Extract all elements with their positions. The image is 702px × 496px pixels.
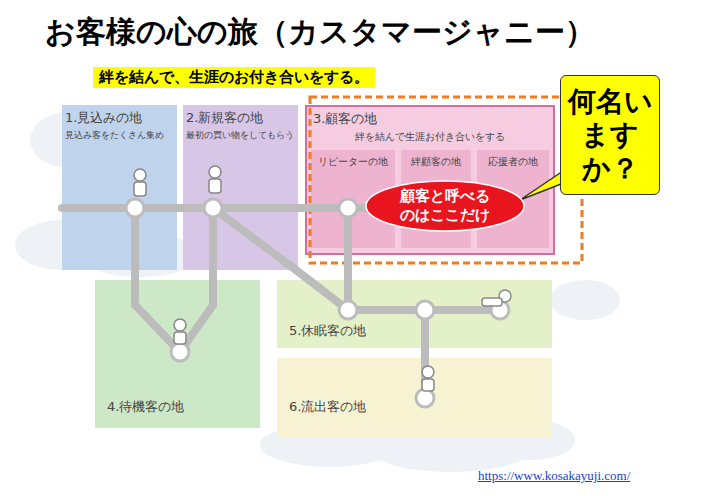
figure-body (422, 379, 434, 391)
region-title: 顧客と呼べるのはここだけ (398, 187, 493, 225)
ellipse-fill (366, 181, 524, 231)
region-title: 4.待機客の地 (107, 398, 250, 416)
figure-head (209, 166, 221, 178)
dashed-frame (310, 97, 582, 263)
track (62, 204, 177, 212)
region-box: 1.見込みの地見込み客をたくさん集め (62, 105, 177, 270)
figure-body (482, 298, 502, 306)
callout-tail (520, 165, 592, 200)
figure-head (174, 319, 186, 331)
station (204, 199, 222, 217)
track (213, 208, 296, 270)
track (135, 280, 213, 352)
figure-head (134, 169, 146, 181)
track-connector (296, 270, 309, 280)
figure-body (174, 332, 186, 344)
region-title: リピーターの地 (318, 155, 388, 169)
figures (134, 166, 511, 391)
track-connector (177, 204, 183, 212)
track-connector (209, 270, 217, 280)
region-title: 絆顧客の地 (411, 155, 461, 169)
track-connector (131, 270, 139, 280)
region-subtitle: 絆を結んで生涯お付き合いをする (313, 130, 547, 144)
region-box: 6.流出客の地 (277, 358, 552, 438)
region-subtitle: 見込み客をたくさん集め (65, 129, 174, 142)
red-ellipse: 顧客と呼べるのはここだけ (365, 180, 525, 232)
region-subtitle: 最初の買い物をしてもらう (186, 129, 295, 142)
region-title: 5.休眠客の地 (289, 322, 542, 340)
track-connector (298, 204, 305, 212)
speech-callout: 何名いますか？ (560, 75, 660, 195)
track (183, 204, 298, 212)
track (305, 204, 455, 212)
edge-group (135, 208, 425, 358)
figure-body (209, 179, 221, 193)
region-title: 1.見込みの地 (65, 109, 174, 127)
region-box: 2.新規客の地最初の買い物をしてもらう (183, 105, 298, 270)
track-lines (62, 208, 505, 398)
url-link: https://www.kosakayuji.com/ (478, 468, 630, 484)
station (339, 301, 357, 319)
region-box: 3.顧客の地絆を結んで生涯お付き合いをするリピーターの地 絆顧客の地 応援者の地 (305, 105, 555, 255)
region-title: 何名いますか？ (567, 85, 653, 186)
figure-body (134, 182, 146, 196)
station (171, 343, 189, 361)
track-connector (344, 255, 352, 280)
region-title: 2.新規客の地 (186, 109, 295, 127)
region-title: 6.流出客の地 (289, 398, 542, 416)
title: お客様の心の旅（カスタマージャニー） (45, 12, 595, 53)
region-title: 3.顧客の地 (313, 110, 547, 128)
station (416, 301, 434, 319)
station (339, 199, 357, 217)
station (126, 199, 144, 217)
track-connector (421, 348, 429, 358)
figure-head (422, 366, 434, 378)
stations (126, 199, 509, 407)
cloud (550, 280, 620, 320)
region-title: 応援者の地 (488, 155, 538, 169)
subtitle: 絆を結んで、生涯のお付き合いをする。 (93, 67, 375, 88)
